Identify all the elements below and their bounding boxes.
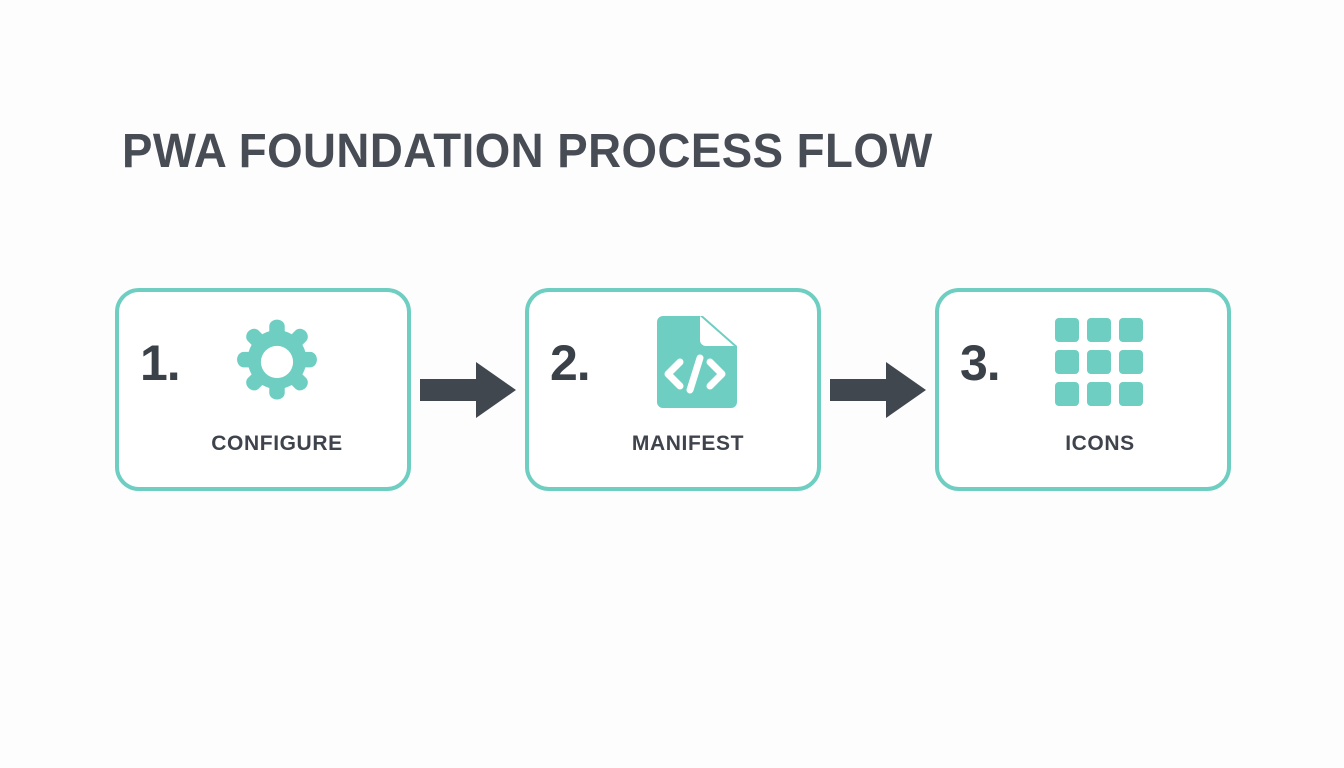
gear-icon [229, 314, 325, 410]
step-card-manifest[interactable]: 2. MANIFEST [525, 288, 821, 491]
step-label: ICONS [1065, 432, 1135, 455]
arrow-right-icon [411, 358, 525, 422]
step-label: MANIFEST [631, 432, 745, 455]
step-number: 2. [550, 335, 591, 391]
code-file-icon [649, 314, 745, 410]
step-number: 1. [140, 335, 181, 391]
step-card-configure[interactable]: 1. CONFIGURE [115, 288, 411, 491]
step-label: CONFIGURE [211, 432, 343, 455]
process-flow-row: 1. CONFIGURE 2. [115, 288, 1231, 491]
step-number: 3. [960, 335, 1001, 391]
step-card-icons[interactable]: 3. ICONS [935, 288, 1231, 491]
grid-icon [1051, 314, 1147, 410]
arrow-right-icon [821, 358, 935, 422]
page-title: PWA FOUNDATION PROCESS FLOW [122, 125, 933, 178]
